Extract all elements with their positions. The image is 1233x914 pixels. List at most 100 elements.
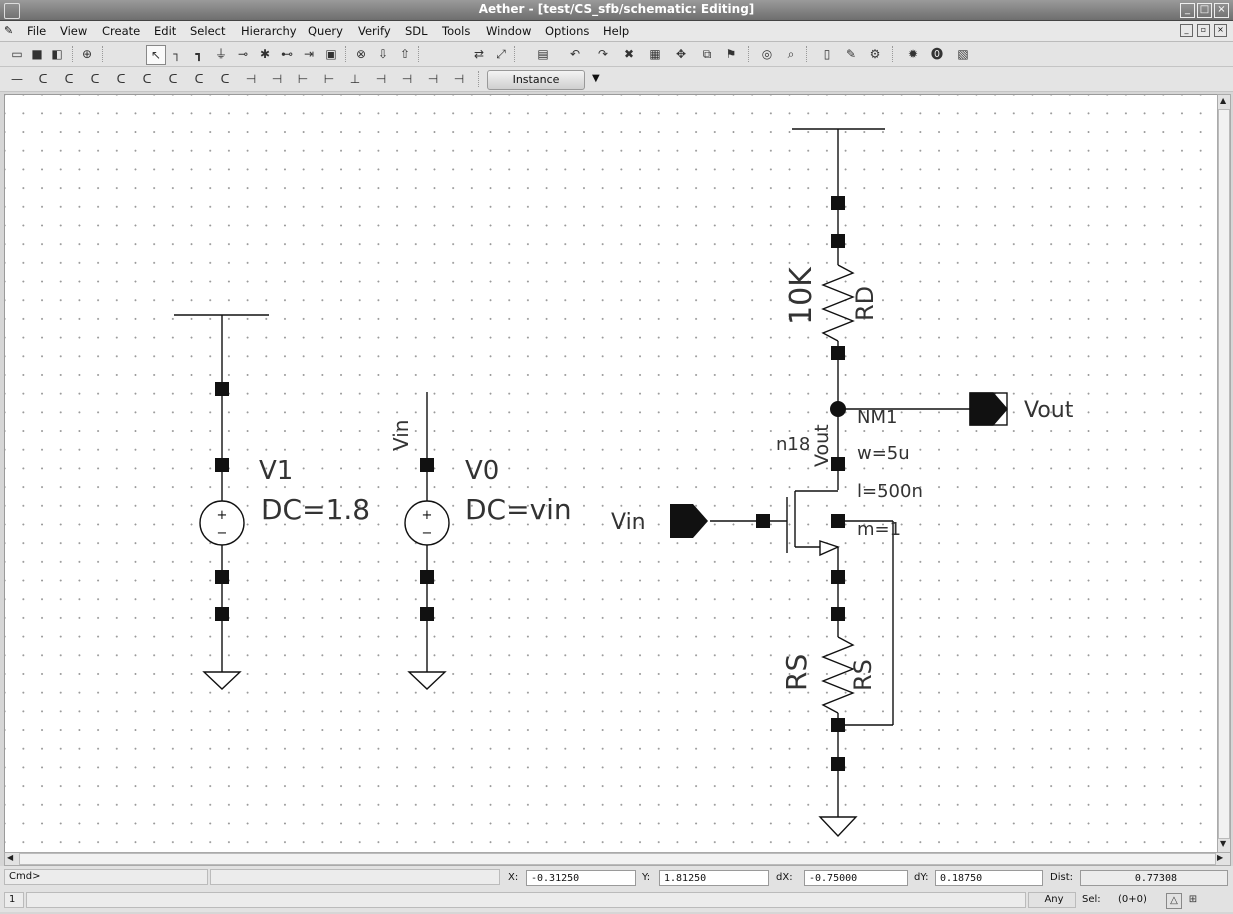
scroll-right-icon[interactable]: ▶	[1217, 853, 1224, 862]
delete-icon[interactable]: ✖	[623, 47, 635, 61]
menu-verify[interactable]: Verify	[358, 24, 391, 38]
rotate-icon[interactable]: ⤢	[496, 47, 506, 61]
warning-icon[interactable]: △	[1166, 893, 1182, 909]
select-tool-icon[interactable]: ↖	[146, 45, 166, 65]
port-tool-icon[interactable]: ⊷	[281, 47, 293, 61]
wire-style-10-icon[interactable]: ⊣	[271, 72, 283, 86]
mdi-restore-icon[interactable]: ▫	[1197, 24, 1210, 37]
horizontal-scroll-thumb[interactable]	[19, 853, 1216, 865]
system-menu-icon[interactable]	[4, 3, 20, 19]
snap-icon[interactable]: ⊞	[1188, 894, 1198, 905]
mdi-close-icon[interactable]: ×	[1214, 24, 1227, 37]
ascend-icon[interactable]: ⇧	[399, 47, 411, 61]
simulate-icon[interactable]: ⚙	[869, 47, 881, 61]
wire-style-16-icon[interactable]: ⊣	[427, 72, 439, 86]
menu-tools[interactable]: Tools	[442, 24, 471, 38]
menu-file[interactable]: File	[27, 24, 47, 38]
menu-sdl[interactable]: SDL	[405, 24, 428, 38]
view-icon[interactable]: ◎	[761, 47, 773, 61]
wire-style-1-icon[interactable]: ᑕ	[38, 72, 48, 86]
app-menu-icon[interactable]: ✎	[4, 24, 14, 37]
minimize-icon[interactable]: _	[1180, 3, 1195, 18]
scroll-down-icon[interactable]: ▼	[1220, 839, 1227, 848]
menu-options[interactable]: Options	[545, 24, 590, 38]
move-icon[interactable]: ✥	[675, 47, 687, 61]
instance-mode-button[interactable]: Instance	[487, 70, 585, 90]
menu-edit[interactable]: Edit	[154, 24, 177, 38]
save-icon[interactable]: ■	[31, 47, 43, 61]
wire-style-3-icon[interactable]: ᑕ	[90, 72, 100, 86]
wire-style-11-icon[interactable]: ⊢	[297, 72, 309, 86]
net-tool-icon[interactable]: ⇥	[303, 47, 315, 61]
new-file-icon[interactable]: ▭	[11, 47, 23, 61]
vertical-scrollbar[interactable]: ▲ ▼	[1217, 94, 1231, 853]
line-icon[interactable]: —	[11, 72, 23, 86]
svg-text:−: −	[217, 526, 228, 541]
x-label: X:	[508, 872, 519, 883]
wire-style-9-icon[interactable]: ⊣	[245, 72, 257, 86]
schematic-drawing: +− +− V1 DC=1.8 V0 DC=vi	[174, 128, 1074, 838]
mirror-icon[interactable]: ⇄	[473, 47, 485, 61]
flag-icon[interactable]: ⚑	[725, 47, 737, 61]
property-icon[interactable]: ▣	[325, 47, 337, 61]
wire-style-8-icon[interactable]: ᑕ	[220, 72, 230, 86]
command-prompt[interactable]: Cmd>	[4, 869, 208, 885]
schematic-canvas[interactable]: +− +− V1 DC=1.8 V0 DC=vi	[4, 94, 1218, 853]
menu-create[interactable]: Create	[102, 24, 141, 38]
menu-help[interactable]: Help	[603, 24, 630, 38]
wire-style-7-icon[interactable]: ᑕ	[194, 72, 204, 86]
wire-style-13-icon[interactable]: ⊥	[349, 72, 361, 86]
descend-icon[interactable]: ⇩	[377, 47, 389, 61]
chevron-down-icon[interactable]: ▼	[592, 73, 600, 84]
x-coordinate-field: -0.31250	[526, 870, 636, 886]
probe-icon[interactable]: ✎	[845, 47, 857, 61]
report-icon[interactable]: ▧	[957, 47, 969, 61]
duplicate-icon[interactable]: ⧉	[702, 47, 712, 61]
settings-icon[interactable]: ✹	[907, 47, 919, 61]
scroll-left-icon[interactable]: ◀	[7, 853, 14, 862]
label-tool-icon[interactable]: ✱	[259, 47, 271, 61]
save-all-icon[interactable]: ◧	[51, 47, 63, 61]
vin-pin-label: Vin	[611, 510, 646, 535]
ground-tool-icon[interactable]: ⏚	[214, 47, 227, 61]
menu-query[interactable]: Query	[308, 24, 343, 38]
zoom-icon[interactable]: ⊕	[81, 47, 93, 61]
wire-style-5-icon[interactable]: ᑕ	[142, 72, 152, 86]
menu-hierarchy[interactable]: Hierarchy	[241, 24, 297, 38]
menu-window[interactable]: Window	[486, 24, 532, 38]
info-icon[interactable]: ⓿	[930, 47, 943, 61]
dy-field: 0.18750	[935, 870, 1043, 886]
check-icon[interactable]: ⊗	[355, 47, 367, 61]
wire-icon[interactable]: ┐	[173, 47, 181, 61]
wire-style-15-icon[interactable]: ⊣	[401, 72, 413, 86]
scroll-up-icon[interactable]: ▲	[1220, 96, 1227, 105]
vout-pin-label: Vout	[1024, 398, 1074, 423]
dx-field: -0.75000	[804, 870, 908, 886]
redo-icon[interactable]: ↷	[597, 47, 609, 61]
bus-icon[interactable]: ┓	[195, 47, 203, 61]
line-number: 1	[4, 892, 24, 908]
wire-style-12-icon[interactable]: ⊢	[323, 72, 335, 86]
menu-view[interactable]: View	[60, 24, 88, 38]
mdi-minimize-icon[interactable]: _	[1180, 24, 1193, 37]
document-icon[interactable]: ▯	[823, 47, 831, 61]
wire-style-17-icon[interactable]: ⊣	[453, 72, 465, 86]
pin-tool-icon[interactable]: ⊸	[237, 47, 249, 61]
wire-style-2-icon[interactable]: ᑕ	[64, 72, 74, 86]
copy-icon[interactable]: ▤	[537, 47, 549, 61]
find-icon[interactable]: ⌕	[787, 47, 795, 61]
vertical-scroll-thumb[interactable]	[1218, 109, 1230, 839]
wire-style-14-icon[interactable]: ⊣	[375, 72, 387, 86]
selection-label: Sel:	[1082, 894, 1101, 905]
menu-bar: ✎ File View Create Edit Select Hierarchy…	[0, 21, 1233, 42]
close-icon[interactable]: ×	[1214, 3, 1229, 18]
undo-icon[interactable]: ↶	[569, 47, 581, 61]
wire-style-6-icon[interactable]: ᑕ	[168, 72, 178, 86]
stretch-icon[interactable]: ▦	[649, 47, 661, 61]
command-input[interactable]	[210, 869, 500, 885]
filter-value[interactable]: Any	[1028, 892, 1076, 908]
wire-style-4-icon[interactable]: ᑕ	[116, 72, 126, 86]
maximize-icon[interactable]: □	[1197, 3, 1212, 18]
menu-select[interactable]: Select	[190, 24, 226, 38]
horizontal-scrollbar[interactable]: ◀ ▶	[4, 852, 1231, 866]
